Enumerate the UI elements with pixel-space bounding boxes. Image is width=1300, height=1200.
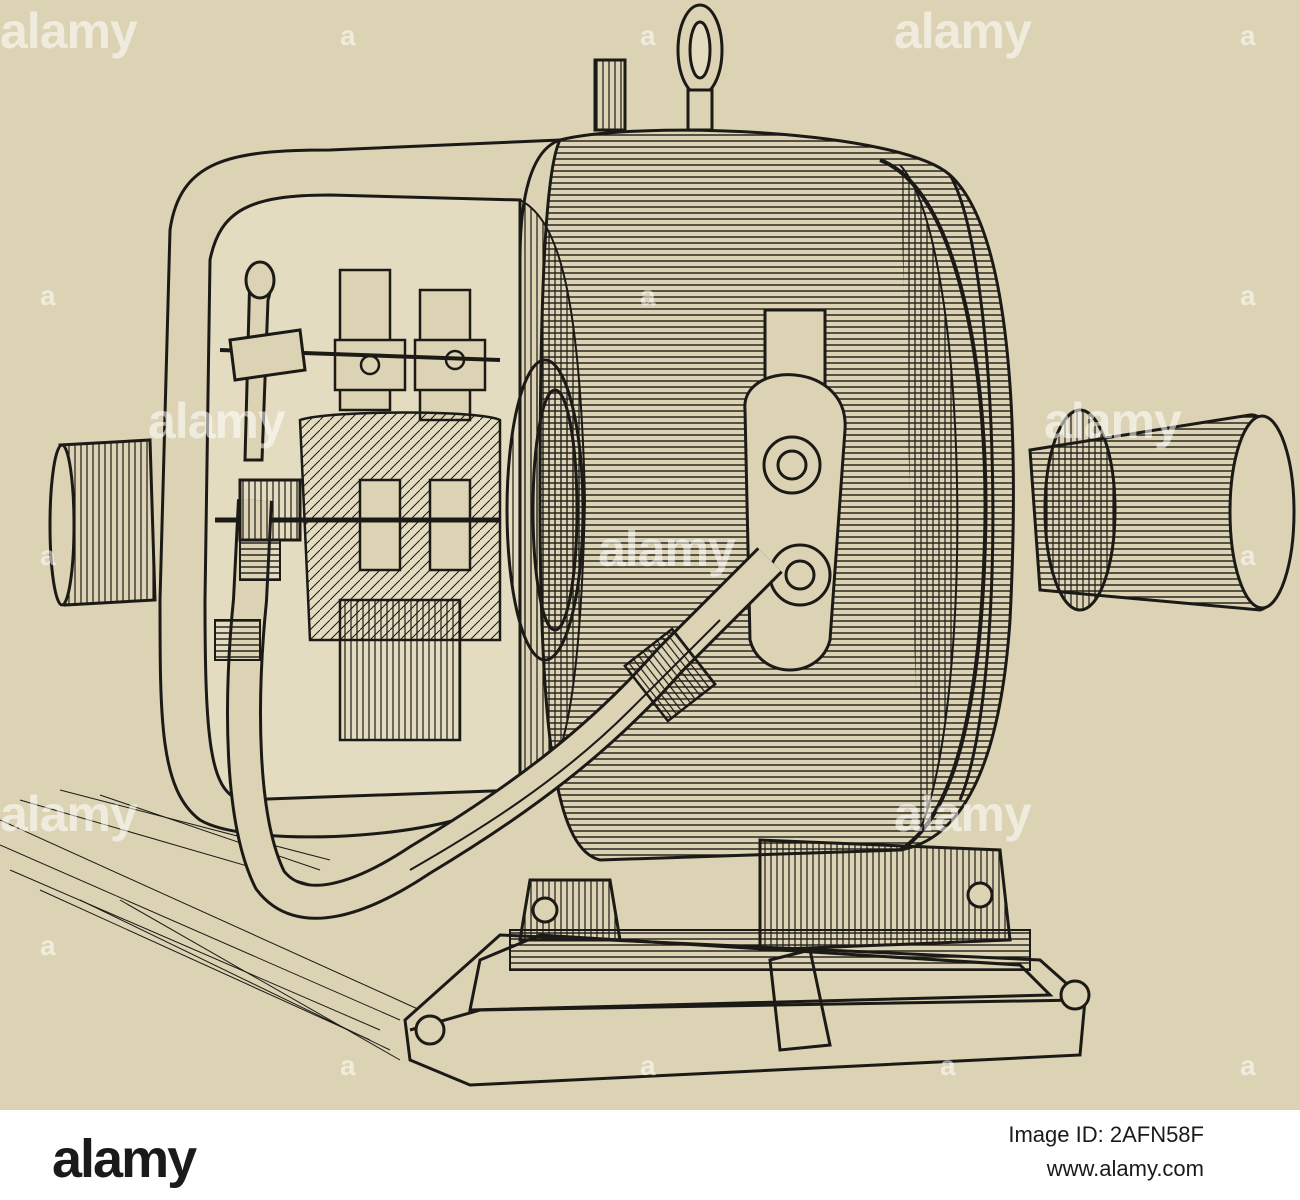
watermark-logo: alamy xyxy=(894,3,1032,59)
watermark-mark: a xyxy=(640,1050,656,1081)
watermark-mark: a xyxy=(1240,1050,1256,1081)
pulley xyxy=(1028,408,1296,612)
image-id: Image ID: 2AFN58F xyxy=(1008,1122,1204,1147)
electric-motor-drawing xyxy=(0,3,1296,1087)
motor-illustration: alamy alamy alamy alamy alamy alamy alam… xyxy=(0,0,1300,1109)
watermark-logo: alamy xyxy=(0,3,138,59)
commutator xyxy=(505,358,585,662)
watermark-mark: a xyxy=(1240,20,1256,51)
watermark-mark: a xyxy=(940,1050,956,1081)
watermark-mark: a xyxy=(640,20,656,51)
watermark-mark: a xyxy=(640,280,656,311)
watermark-mark: a xyxy=(1240,280,1256,311)
watermark-mark: a xyxy=(340,1050,356,1081)
watermark-mark: a xyxy=(40,280,56,311)
watermark-logo: alamy xyxy=(148,393,286,449)
brush-gear xyxy=(215,268,502,742)
site-url[interactable]: www.alamy.com xyxy=(1046,1156,1204,1181)
alamy-logo[interactable]: alamy xyxy=(52,1129,197,1189)
watermark-logo: alamy xyxy=(894,786,1032,842)
motor-base xyxy=(403,929,1091,1087)
brush-lever xyxy=(228,260,307,542)
shaft-left xyxy=(48,438,157,607)
watermark-mark: a xyxy=(340,20,356,51)
watermark-logo: alamy xyxy=(0,786,138,842)
footer-bar: alamy Image ID: 2AFN58F www.alamy.com xyxy=(0,1109,1300,1200)
lifting-eye xyxy=(593,3,724,132)
rocker-arm xyxy=(743,308,847,672)
watermark-logo: alamy xyxy=(1044,393,1182,449)
watermark-mark: a xyxy=(1240,540,1256,571)
motor-feet xyxy=(518,838,1012,952)
watermark-logo: alamy xyxy=(598,521,736,577)
lead-cable xyxy=(214,499,783,920)
watermark-mark: a xyxy=(40,930,56,961)
floor-shadow xyxy=(0,789,421,1061)
watermark-mark: a xyxy=(40,540,56,571)
